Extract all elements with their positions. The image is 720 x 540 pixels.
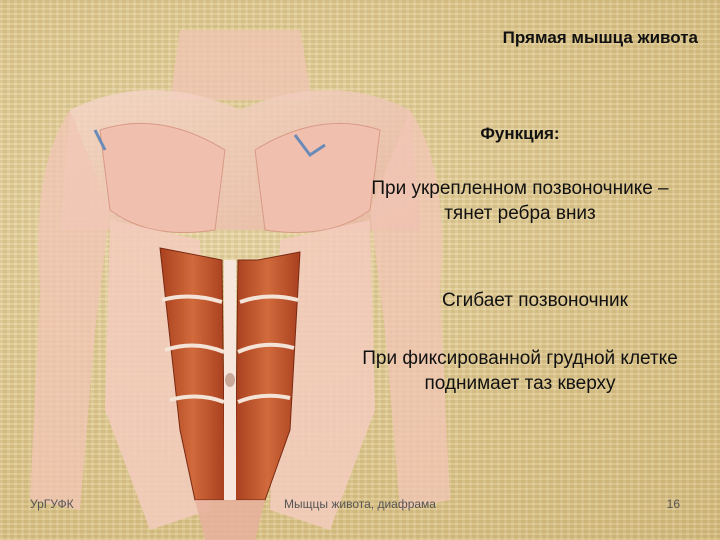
function-item-1: При укрепленном позвоночнике – тянет реб… <box>371 178 669 224</box>
footer-topic: Мыщцы живота, диафрама <box>284 497 436 511</box>
footer-organization: УрГУФК <box>30 497 74 511</box>
anatomy-torso-muscles-illustration <box>30 30 450 540</box>
function-item-2: Сгибает позвоночник <box>442 290 628 311</box>
function-item-3: При фиксированной грудной клетке поднима… <box>362 348 678 394</box>
page-number: 16 <box>666 497 680 511</box>
function-heading: Функция: <box>480 124 560 143</box>
slide-title: Прямая мышца живота <box>502 28 698 47</box>
